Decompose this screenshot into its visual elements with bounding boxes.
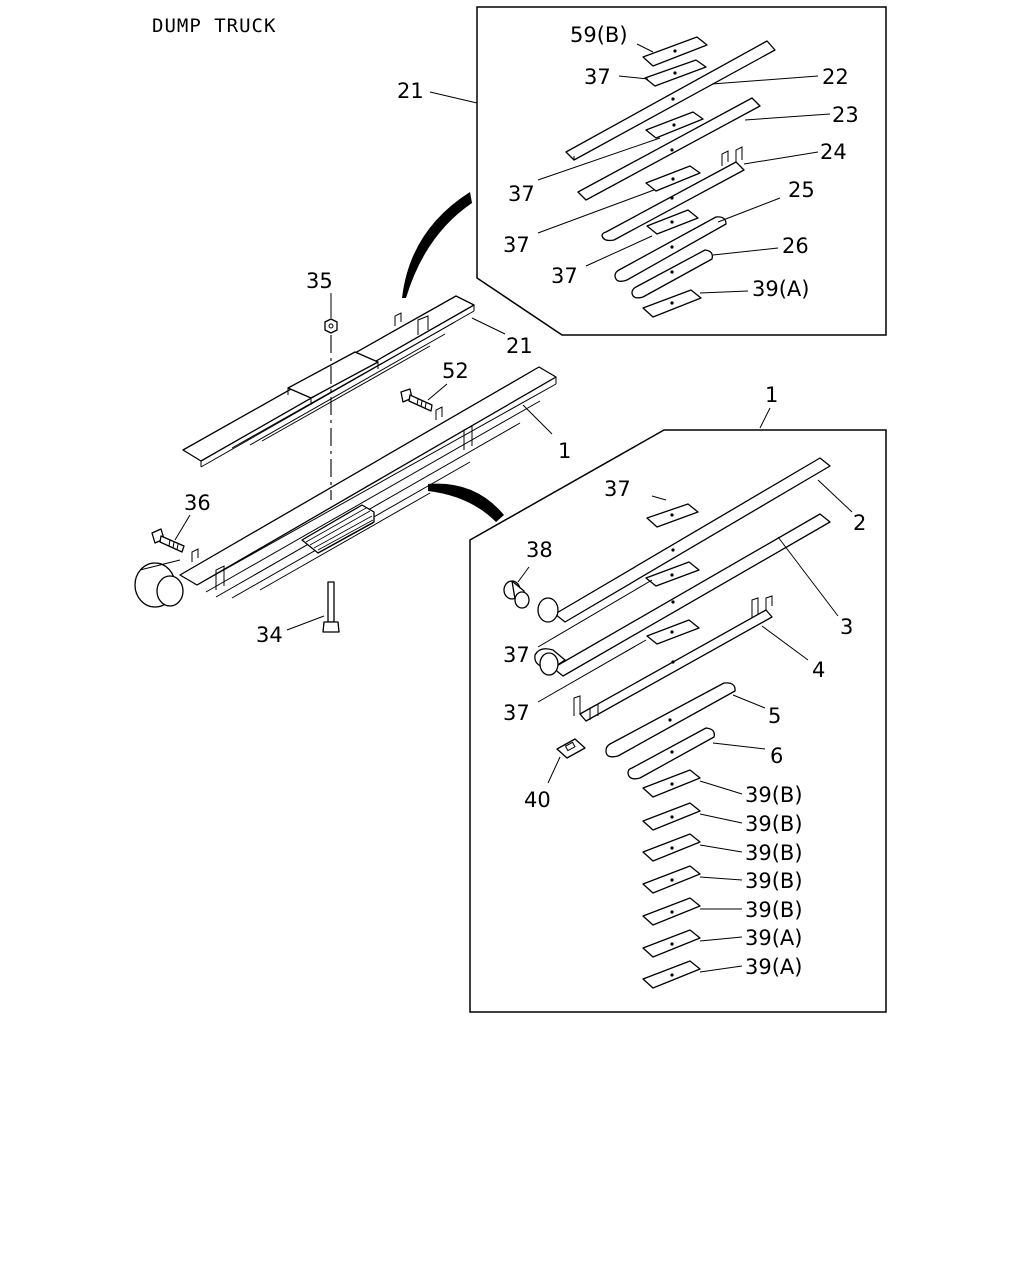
diagram-title: DUMP TRUCK: [152, 15, 276, 37]
curved-arrow-lower: [428, 483, 504, 522]
leaf-4: [579, 609, 773, 722]
label-52: 52: [442, 359, 469, 383]
leaf-6: [627, 727, 715, 780]
label-4: 4: [812, 658, 825, 682]
label-36: 36: [184, 491, 211, 515]
leaf-23: [577, 97, 761, 201]
label-37-f: 37: [503, 701, 530, 725]
label-25: 25: [788, 178, 815, 202]
leaf-25: [614, 216, 727, 282]
detail-box-assembly-1: 1: [469, 383, 887, 1013]
label-39b-3: 39(B): [745, 841, 803, 865]
label-38: 38: [526, 538, 553, 562]
main-spring-assembly: 35 21 52 1 36 34: [134, 269, 571, 647]
label-26: 26: [782, 234, 809, 258]
label-39a-top: 39(A): [752, 277, 809, 301]
leaf-24: [601, 161, 745, 242]
label-39b-2: 39(B): [745, 812, 803, 836]
label-24: 24: [820, 140, 847, 164]
curved-arrow-upper: [402, 192, 472, 298]
label-34: 34: [256, 623, 283, 647]
label-40: 40: [524, 788, 551, 812]
clip-1-b: [215, 565, 225, 590]
bolt-52: [400, 388, 433, 412]
leaf-26: [631, 249, 713, 299]
label-39b-5: 39(B): [745, 898, 803, 922]
label-23: 23: [832, 103, 859, 127]
main-leaf-1: [179, 366, 557, 586]
leaf-2: [554, 457, 831, 623]
label-37-top: 37: [584, 65, 611, 89]
bushing-38: [503, 580, 530, 609]
label-59b: 59(B): [570, 23, 628, 47]
detail-box-assembly-21: 59(B) 37 22 21 23 37 24 37 25 37 26 39(A…: [397, 6, 887, 336]
label-35: 35: [306, 269, 333, 293]
leaf-3: [552, 513, 831, 677]
clip-21-a: [417, 315, 429, 335]
label-37-b: 37: [503, 233, 530, 257]
label-21: 21: [506, 334, 533, 358]
clip-1-a: [463, 425, 473, 450]
label-3: 3: [840, 615, 853, 639]
label-39a-1: 39(A): [745, 926, 802, 950]
detail-box-frame-1: [469, 429, 887, 1013]
nut-35: [324, 318, 338, 334]
bolt-36: [151, 528, 185, 553]
label-6: 6: [770, 744, 783, 768]
label-39b-1: 39(B): [745, 783, 803, 807]
label-2: 2: [853, 511, 866, 535]
detail-box-frame: [476, 6, 887, 336]
label-39a-2: 39(A): [745, 955, 802, 979]
label-37-d: 37: [604, 477, 631, 501]
label-1-box: 1: [765, 383, 778, 407]
label-37-c: 37: [551, 264, 578, 288]
label-21-box: 21: [397, 79, 424, 103]
center-bolt-34: [327, 581, 335, 623]
label-22: 22: [822, 65, 849, 89]
label-1: 1: [558, 439, 571, 463]
leaf-22: [565, 40, 776, 161]
plate-40: [556, 738, 586, 759]
label-39b-4: 39(B): [745, 869, 803, 893]
label-37-e: 37: [503, 643, 530, 667]
label-5: 5: [768, 704, 781, 728]
label-37-a: 37: [508, 182, 535, 206]
